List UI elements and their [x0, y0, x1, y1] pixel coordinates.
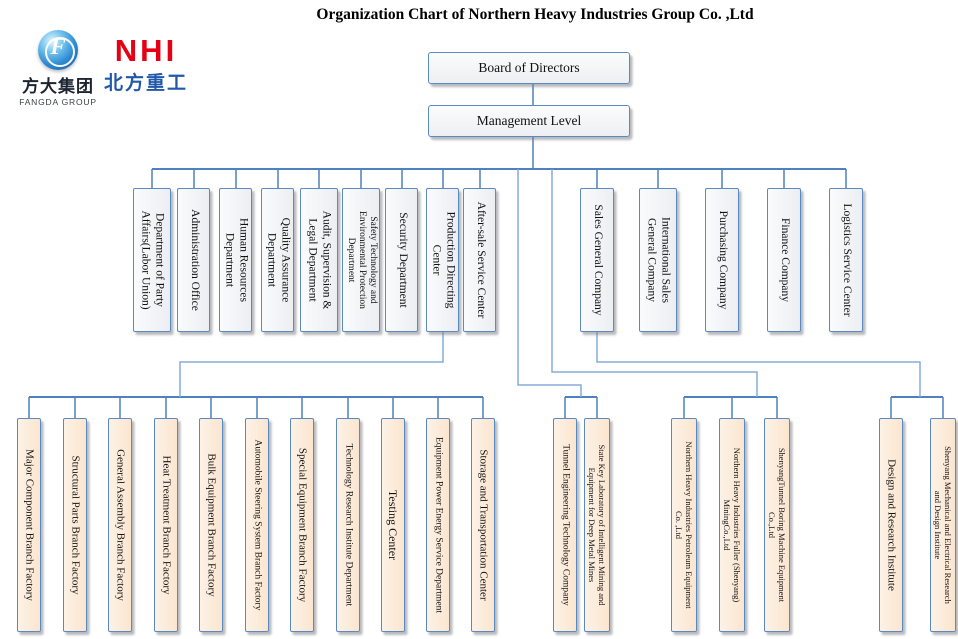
tunnel-engineering-company-label: Tunnel Engineering Technology Company — [560, 444, 571, 606]
page-title: Organization Chart of Northern Heavy Ind… — [316, 6, 754, 23]
major-component-factory-box: Major Component Branch Factory — [17, 418, 41, 632]
bulk-equipment-factory-box: Bulk Equipment Branch Factory — [199, 418, 223, 632]
heat-treatment-factory-label: Heat Treatment Branch Factory — [160, 455, 173, 595]
logistics-service-center-box: Logistics Service Center — [829, 188, 863, 332]
administration-office-label: Administration Office — [188, 209, 201, 311]
design-research-institute-label: Design and Research Institute — [885, 459, 898, 591]
security-department-label: Security Department — [396, 212, 409, 308]
security-department-box: Security Department — [385, 188, 418, 332]
storage-transportation-center-label: Storage and Transportation Center — [477, 449, 490, 601]
dept-party-affairs-box: Department of Party Affairs(Labor Union) — [133, 188, 171, 332]
sales-general-company-label: Sales General Company — [591, 204, 604, 316]
dept-party-affairs-label: Department of Party Affairs(Labor Union) — [140, 210, 166, 310]
testing-center-box: Testing Center — [381, 418, 405, 632]
nhi-fuller-mining-box: Northern Heavy Industries Fuller (Shenya… — [719, 418, 745, 632]
heat-treatment-factory-box: Heat Treatment Branch Factory — [154, 418, 178, 632]
production-directing-center-box: Production Directing Center — [426, 188, 459, 332]
board-of-directors-label: Board of Directors — [478, 60, 580, 75]
automobile-steering-factory-label: Automobile Steering System Branch Factor… — [252, 439, 263, 611]
safety-environment-label: Safety Technology and Environmental Prot… — [345, 211, 378, 309]
international-sales-company-box: International Sales General Company — [639, 188, 677, 332]
audit-supervision-legal-box: Audit, Supervision & Legal Department — [300, 188, 338, 332]
quality-assurance-box: Quality Assurance Department — [261, 188, 294, 332]
management-level-label: Management Level — [476, 113, 582, 128]
fangda-logo: F 方大集团 FANGDA GROUP — [12, 30, 104, 107]
shenyang-mechanical-electrical-label: Shenyang Mechanical and Electrical Resea… — [933, 446, 954, 604]
wire-left-drops — [28, 397, 484, 419]
management-level-box: Management Level — [428, 105, 630, 137]
design-research-institute-box: Design and Research Institute — [879, 418, 903, 632]
structural-parts-factory-label: Structural Parts Branch Factory — [69, 455, 82, 595]
nhi-logo: NHI 北方重工 — [98, 33, 194, 95]
logistics-service-center-label: Logistics Service Center — [840, 203, 853, 317]
finance-company-box: Finance Company — [767, 188, 801, 332]
nhi-fuller-mining-label: Northern Heavy Industries Fuller (Shenya… — [722, 447, 743, 603]
after-sale-service-center-label: After-sale Service Center — [474, 201, 487, 319]
wire-group1-drops — [564, 397, 598, 419]
human-resources-box: Human Resources Department — [219, 188, 252, 332]
tunnel-engineering-company-box: Tunnel Engineering Technology Company — [553, 418, 577, 632]
wire-mid-drops — [151, 169, 847, 189]
shenyang-tunnel-boring-label: ShenyangTunnel Boring Machine Equipment … — [767, 447, 788, 603]
general-assembly-factory-label: General Assembly Branch Factory — [114, 449, 127, 601]
quality-assurance-label: Quality Assurance Department — [265, 217, 292, 303]
wire-passthrough-group1 — [517, 169, 582, 397]
audit-supervision-legal-label: Audit, Supervision & Legal Department — [307, 210, 333, 310]
wire-production-elbow — [179, 332, 444, 397]
testing-center-label: Testing Center — [386, 489, 401, 561]
administration-office-box: Administration Office — [177, 188, 210, 332]
shenyang-mechanical-electrical-box: Shenyang Mechanical and Electrical Resea… — [930, 418, 956, 632]
fangda-ring-icon — [45, 37, 75, 67]
special-equipment-factory-box: Special Equipment Branch Factory — [290, 418, 314, 632]
storage-transportation-center-box: Storage and Transportation Center — [471, 418, 495, 632]
nhi-petroleum-equipment-box: Northern Heavy Industries Petroleum Equi… — [671, 418, 697, 632]
automobile-steering-factory-box: Automobile Steering System Branch Factor… — [245, 418, 269, 632]
nhi-abbr: NHI — [114, 33, 178, 68]
purchasing-company-label: Purchasing Company — [716, 210, 729, 310]
technology-research-institute-label: Technology Research Institute Department — [343, 443, 354, 607]
fangda-f-monogram: F — [50, 34, 66, 59]
wire-group2-drops — [683, 397, 778, 419]
structural-parts-factory-box: Structural Parts Branch Factory — [63, 418, 87, 632]
after-sale-service-center-box: After-sale Service Center — [463, 188, 496, 332]
board-of-directors-box: Board of Directors — [428, 52, 630, 84]
safety-environment-box: Safety Technology and Environmental Prot… — [342, 188, 380, 332]
equipment-power-energy-box: Equipment Power Energy Service Departmen… — [426, 418, 450, 632]
wire-group3-drops — [890, 397, 944, 419]
production-directing-center-label: Production Directing Center — [430, 211, 457, 309]
wire-passthrough-group2 — [551, 169, 758, 397]
wire-sales-elbow — [596, 332, 921, 397]
state-key-laboratory-label: State Key Laboratory of Intelligent Mini… — [587, 444, 608, 606]
sales-general-company-box: Sales General Company — [580, 188, 614, 332]
finance-company-label: Finance Company — [778, 218, 791, 302]
major-component-factory-label: Major Component Branch Factory — [23, 449, 36, 601]
bulk-equipment-factory-label: Bulk Equipment Branch Factory — [205, 453, 218, 597]
international-sales-company-label: International Sales General Company — [646, 217, 672, 303]
nhi-petroleum-equipment-label: Northern Heavy Industries Petroleum Equi… — [674, 441, 695, 609]
general-assembly-factory-box: General Assembly Branch Factory — [108, 418, 132, 632]
fangda-name-en: FANGDA GROUP — [19, 97, 97, 107]
shenyang-tunnel-boring-box: ShenyangTunnel Boring Machine Equipment … — [764, 418, 790, 632]
technology-research-institute-box: Technology Research Institute Department — [336, 418, 360, 632]
equipment-power-energy-label: Equipment Power Energy Service Departmen… — [433, 436, 444, 614]
special-equipment-factory-label: Special Equipment Branch Factory — [296, 447, 309, 603]
human-resources-label: Human Resources Department — [223, 218, 250, 302]
purchasing-company-box: Purchasing Company — [705, 188, 739, 332]
fangda-globe-icon: F — [38, 30, 78, 70]
nhi-name-cn: 北方重工 — [103, 73, 188, 94]
state-key-laboratory-box: State Key Laboratory of Intelligent Mini… — [584, 418, 610, 632]
fangda-name-cn: 方大集团 — [22, 77, 94, 96]
